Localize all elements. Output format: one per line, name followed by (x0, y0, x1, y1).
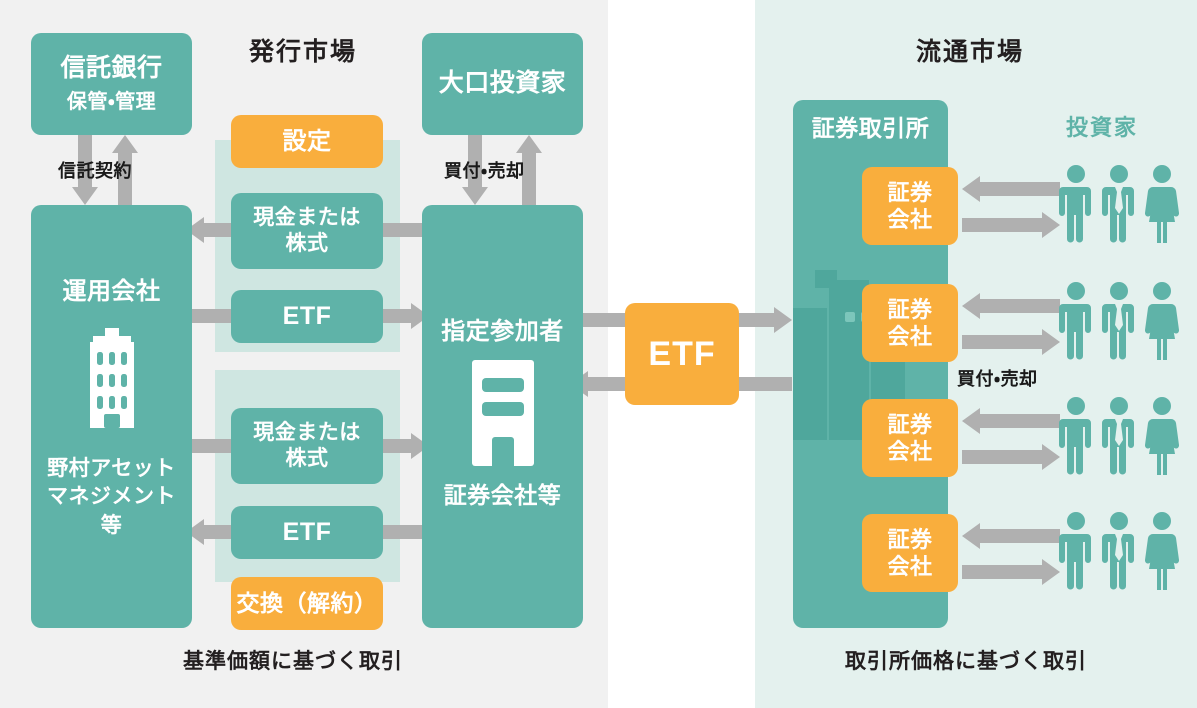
arrow-manager-to-trustbank-up (112, 135, 138, 205)
trust-bank-title: 信託銀行 (60, 54, 163, 83)
investor-figure-man-with-tie (1101, 512, 1137, 595)
investor-figure-man-with-tie (1101, 165, 1137, 248)
item-creation-cash-or-stock-l2: 株式 (285, 232, 329, 255)
arrow-investors-to-broker-4 (962, 523, 1060, 549)
item-creation-etf-label: ETF (282, 301, 332, 330)
investor-figure-woman (1144, 512, 1180, 595)
broker-box-4-l1: 証券 (887, 526, 933, 552)
asset-manager-name-l3: 等 (100, 513, 123, 537)
arrow-broker-3-to-investors (962, 444, 1060, 470)
bridge-etf-label: ETF (648, 334, 716, 373)
node-authorized-participant[interactable]: 指定参加者 証券会社等 (422, 205, 583, 628)
item-redemption-etf-label: ETF (282, 517, 332, 546)
label-buy-sell-primary: 買付・売却 (444, 161, 525, 181)
arrow-broker-1-to-investors (962, 212, 1060, 238)
investor-figure-man-with-tie (1101, 397, 1137, 480)
asset-manager-name-l2: マネジメント (47, 485, 176, 509)
investor-figure-man (1058, 512, 1094, 595)
badge-creation[interactable]: 設定 (231, 115, 383, 168)
investor-figure-man (1058, 165, 1094, 248)
caption-primary-market: 基準価額に基づく取引 (183, 650, 403, 673)
item-creation-cash-or-stock-l1: 現金または (253, 205, 361, 229)
item-redemption-cash-or-stock[interactable]: 現金または 株式 (231, 408, 383, 484)
broker-box-3-l1: 証券 (887, 411, 933, 437)
node-large-investor[interactable]: 大口投資家 (422, 33, 583, 135)
node-trust-bank[interactable]: 信託銀行 保管・管理 (31, 33, 192, 135)
arrow-investors-to-broker-3 (962, 408, 1060, 434)
badge-creation-label: 設定 (282, 127, 332, 155)
investors-heading: 投資家 (1066, 115, 1139, 140)
primary-market-title: 発行市場 (249, 38, 358, 66)
broker-box-3-l2: 会社 (887, 439, 933, 464)
broker-box-4[interactable]: 証券 会社 (862, 514, 958, 592)
investor-row-1 (1058, 165, 1180, 248)
item-creation-cash-or-stock[interactable]: 現金または 株式 (231, 193, 383, 269)
node-bridge-etf[interactable]: ETF (625, 303, 739, 405)
badge-redemption[interactable]: 交換（解約） (231, 577, 383, 630)
broker-box-1-l2: 会社 (887, 207, 933, 232)
label-trust-contract: 信託契約 (58, 161, 132, 181)
stock-exchange-label: 証券取引所 (811, 115, 930, 141)
broker-box-1-l1: 証券 (887, 179, 933, 205)
arrow-broker-4-to-investors (962, 559, 1060, 585)
secondary-market-title: 流通市場 (916, 38, 1025, 66)
node-asset-manager[interactable]: 運用会社 野村アセット (31, 205, 192, 628)
item-redemption-cash-or-stock-l1: 現金または (253, 420, 361, 444)
broker-box-3[interactable]: 証券 会社 (862, 399, 958, 477)
broker-box-4-l2: 会社 (887, 554, 933, 579)
investor-figure-man (1058, 282, 1094, 365)
broker-box-2[interactable]: 証券 会社 (862, 284, 958, 362)
investor-row-4 (1058, 512, 1180, 595)
investor-figure-man-with-tie (1101, 282, 1137, 365)
broker-box-2-l1: 証券 (887, 296, 933, 322)
large-investor-label: 大口投資家 (438, 69, 567, 98)
office-building-icon (31, 320, 192, 428)
arrow-investor-to-ap-down (462, 135, 488, 205)
item-redemption-cash-or-stock-l2: 株式 (285, 447, 329, 470)
investor-figure-woman (1144, 165, 1180, 248)
broker-box-1[interactable]: 証券 会社 (862, 167, 958, 245)
asset-manager-title: 運用会社 (62, 278, 161, 305)
arrow-ap-to-investor-up (516, 135, 542, 205)
arrow-trustbank-to-manager-down (72, 135, 98, 205)
authorized-participant-title: 指定参加者 (441, 318, 564, 345)
caption-secondary-market: 取引所価格に基づく取引 (845, 650, 1087, 673)
label-buy-sell-secondary: 買付・売却 (957, 369, 1038, 389)
arrow-investors-to-broker-2 (962, 293, 1060, 319)
asset-manager-name: 野村アセット マネジメント 等 (31, 455, 192, 540)
item-redemption-etf[interactable]: ETF (231, 506, 383, 559)
broker-box-2-l2: 会社 (887, 324, 933, 349)
authorized-participant-subtitle: 証券会社等 (443, 482, 562, 508)
arrow-broker-2-to-investors (962, 329, 1060, 355)
item-creation-etf[interactable]: ETF (231, 290, 383, 343)
arrow-investors-to-broker-1 (962, 176, 1060, 202)
investor-row-3 (1058, 397, 1180, 480)
investor-figure-man (1058, 397, 1094, 480)
trust-bank-subtitle: 保管・管理 (66, 90, 157, 113)
badge-redemption-label: 交換（解約） (236, 590, 378, 617)
investor-row-2 (1058, 282, 1180, 365)
investor-figure-woman (1144, 282, 1180, 365)
investor-figure-woman (1144, 397, 1180, 480)
bank-building-icon (422, 360, 583, 466)
asset-manager-name-l1: 野村アセット (47, 457, 176, 480)
